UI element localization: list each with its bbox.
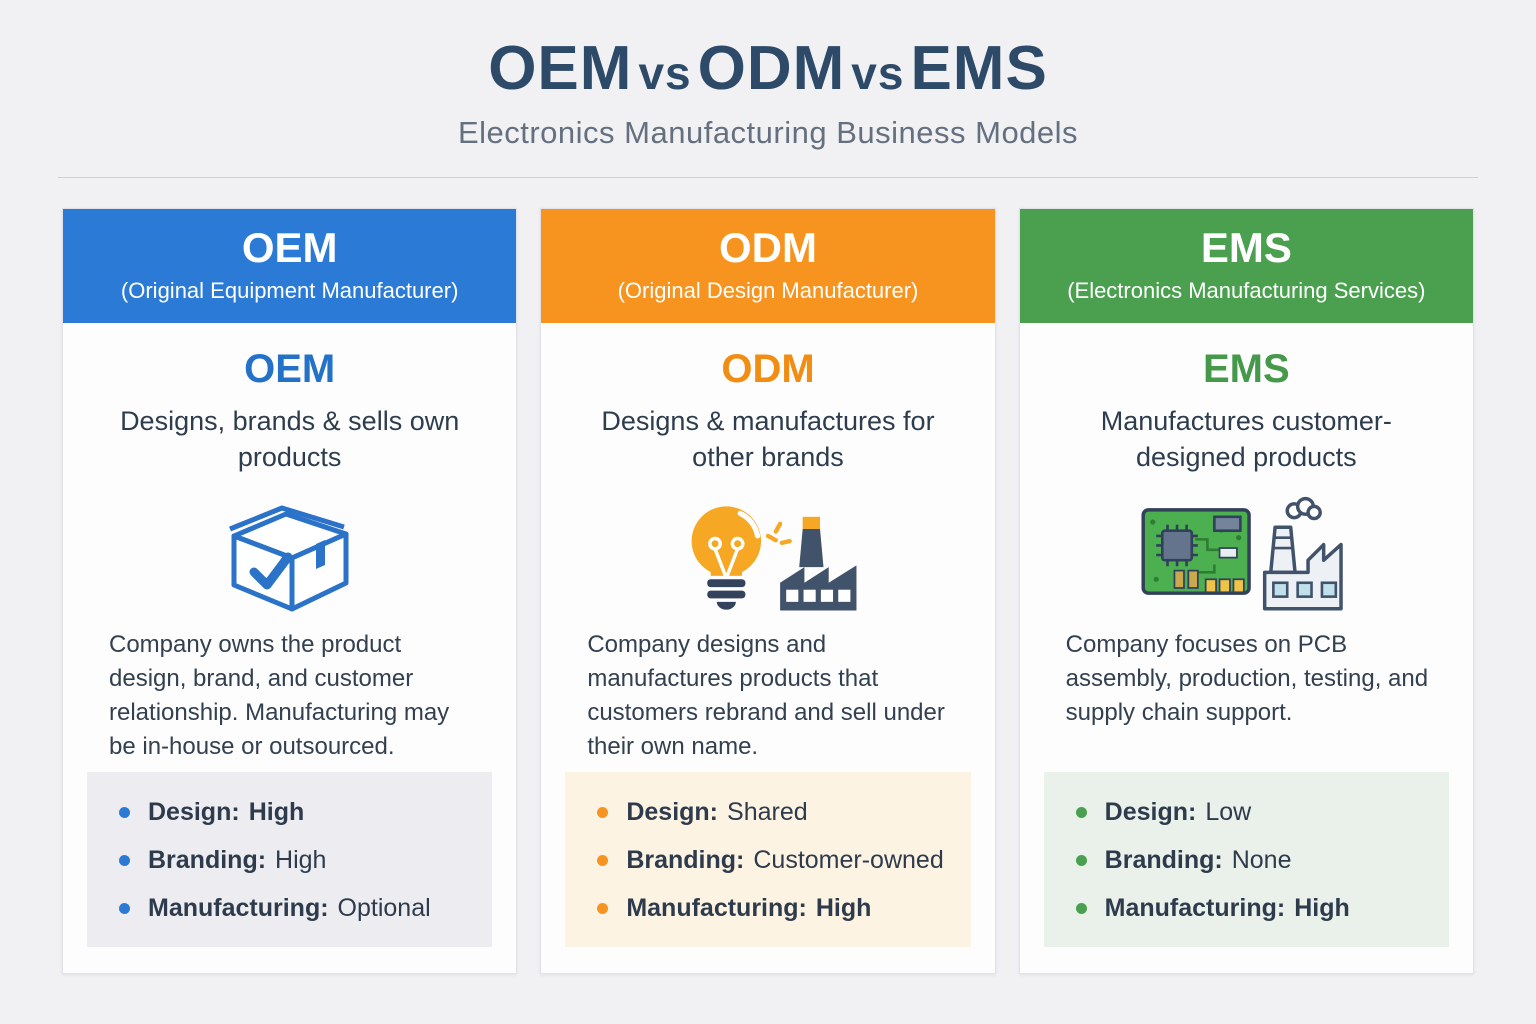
bullet-dot-icon [119,903,130,915]
bullet-value: Optional [337,894,431,923]
bullet-manufacturing: Manufacturing: High [1075,894,1435,923]
bullet-label: Manufacturing: [1104,894,1286,923]
bullet-label: Branding: [148,846,267,875]
pcb-factory-icon [1020,492,1473,618]
bullet-dot-icon [119,855,130,867]
title-separator: vs [638,47,692,99]
card-odm-acronym: ODM [721,347,815,392]
card-odm: ODM (Original Design Manufacturer) ODM D… [540,208,996,975]
bullet-value: High [1294,894,1350,923]
title-term-ems: EMS [910,34,1048,103]
bullet-dot-icon [597,807,609,819]
card-ems-acronym: EMS [1202,347,1290,392]
card-ems: EMS (Electronics Manufacturing Services)… [1018,208,1474,975]
package-check-icon [63,492,516,618]
bullet-dot-icon [119,807,130,819]
card-oem: OEM (Original Equipment Manufacturer) OE… [62,208,518,975]
lightbulb-factory-icon [541,492,994,618]
bullet-label: Design: [148,798,240,827]
title-term-oem: OEM [488,34,633,103]
card-oem-body: OEM Designs, brands & sells own products… [63,323,516,973]
card-oem-header-fullname: (Original Equipment Manufacturer) [120,278,459,304]
card-odm-header-fullname: (Original Design Manufacturer) [617,278,919,304]
bullet-dot-icon [1075,903,1087,915]
card-ems-header-acronym: EMS [1200,224,1292,272]
bullet-label: Branding: [626,846,745,875]
bullet-manufacturing: Manufacturing: Optional [119,894,478,923]
bullet-value: Low [1205,798,1252,827]
bullet-design: Design: Shared [597,798,956,827]
card-ems-header: EMS (Electronics Manufacturing Services) [1019,209,1473,324]
card-oem-description: Company owns the product design, brand, … [109,630,450,760]
bullet-label: Manufacturing: [626,894,807,923]
title-separator: vs [851,47,905,99]
bullet-label: Design: [626,798,719,827]
bullet-dot-icon [1075,807,1087,819]
card-ems-tagline: Manufactures customer-designed products [1100,406,1392,473]
card-oem-bullet-panel: Design: High Branding: High Manufacturin… [87,772,493,948]
card-odm-bullet-panel: Design: Shared Branding: Customer-owned … [565,772,971,948]
card-ems-bullet-panel: Design: Low Branding: None Manufacturing… [1043,772,1449,948]
card-oem-acronym: OEM [244,347,336,392]
bullet-value: High [275,846,327,875]
bullet-manufacturing: Manufacturing: High [597,894,956,923]
card-odm-header-acronym: ODM [718,224,817,272]
bullet-branding: Branding: Customer-owned [597,846,956,875]
bullet-value: Shared [727,798,808,827]
bullet-design: Design: High [119,798,478,827]
bullet-dot-icon [1075,855,1087,867]
bullet-dot-icon [597,903,609,915]
bullet-branding: Branding: None [1075,846,1435,875]
bullet-value: None [1231,846,1292,875]
card-ems-header-fullname: (Electronics Manufacturing Services) [1067,278,1426,304]
card-oem-tagline: Designs, brands & sells own products [120,406,460,473]
divider [58,177,1478,179]
bullet-value: Customer-owned [753,846,944,875]
bullet-dot-icon [597,855,609,867]
card-odm-description: Company designs and manufactures product… [587,630,945,760]
bullet-value: High [815,894,872,923]
bullet-branding: Branding: High [119,846,478,875]
bullet-design: Design: Low [1075,798,1435,827]
card-odm-body: ODM Designs & manufactures for other bra… [541,323,994,973]
card-odm-header: ODM (Original Design Manufacturer) [541,209,995,324]
card-ems-body: EMS Manufactures customer-designed produ… [1020,323,1473,973]
bullet-label: Manufacturing: [148,894,329,923]
bullet-value: High [248,798,305,827]
title-term-odm: ODM [697,34,846,103]
bullet-label: Branding: [1104,846,1223,875]
card-oem-header: OEM (Original Equipment Manufacturer) [63,209,517,324]
page-subtitle: Electronics Manufacturing Business Model… [457,115,1079,151]
bullet-label: Design: [1104,798,1197,827]
card-oem-header-acronym: OEM [241,224,338,272]
card-odm-tagline: Designs & manufactures for other brands [601,406,935,473]
card-ems-description: Company focuses on PCB assembly, product… [1065,630,1429,726]
comparison-cards: OEM (Original Equipment Manufacturer) OE… [0,178,1536,975]
